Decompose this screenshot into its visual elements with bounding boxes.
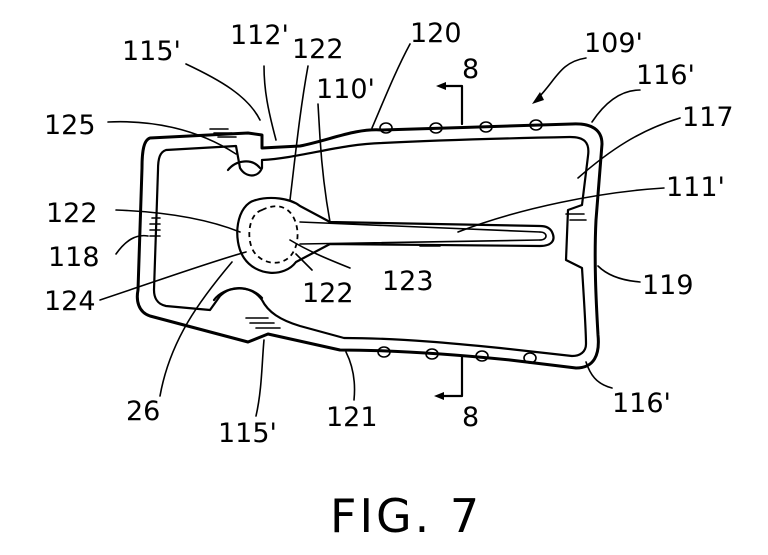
section-line-top [440, 86, 462, 124]
label-117: 117 [682, 102, 734, 133]
label-121: 121 [326, 402, 378, 433]
label-124: 124 [44, 286, 96, 317]
label-115-top: 115' [122, 36, 181, 67]
bulb-inner-dashed [249, 206, 297, 263]
label-118: 118 [48, 242, 100, 273]
figure-caption: FIG. 7 [330, 489, 482, 543]
label-8-bottom: 8 [462, 402, 479, 433]
bottom-notch [214, 288, 262, 300]
label-125: 125 [44, 110, 96, 141]
top-notch [228, 161, 260, 170]
label-119: 119 [642, 270, 694, 301]
label-110: 110' [316, 74, 375, 105]
label-8-top: 8 [462, 54, 479, 85]
label-122-top: 122 [292, 34, 344, 65]
label-109: 109' [584, 28, 643, 59]
label-116-top: 116' [636, 60, 695, 91]
label-122-bottom: 122 [302, 278, 354, 309]
label-123: 123 [382, 266, 434, 297]
channel-inner-line-bottom [300, 240, 540, 244]
label-122-left: 122 [46, 198, 98, 229]
label-115-bottom: 115' [218, 418, 277, 449]
section-line-bottom [440, 356, 462, 396]
section-arrow-bottom [434, 392, 444, 400]
label-111: 111' [666, 172, 725, 203]
section-arrow-top [436, 82, 446, 90]
label-120: 120 [410, 18, 462, 49]
label-112: 112' [230, 20, 289, 51]
bulb-outer [237, 198, 553, 273]
channel-tip [540, 232, 546, 240]
label-116-bottom: 116' [612, 388, 671, 419]
label-26: 26 [126, 396, 160, 427]
